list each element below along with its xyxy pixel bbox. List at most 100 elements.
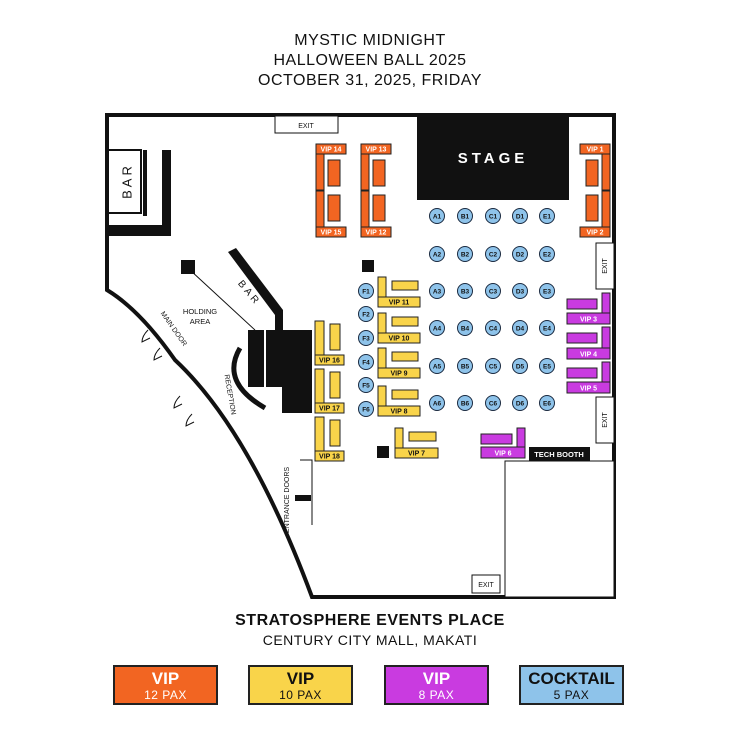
vip-label: VIP 3 bbox=[580, 317, 597, 324]
cocktail-table[interactable] bbox=[512, 246, 528, 262]
cocktail-table-label: F1 bbox=[362, 289, 370, 296]
cocktail-table[interactable] bbox=[457, 395, 473, 411]
vip-bench bbox=[315, 190, 325, 228]
cocktail-table[interactable] bbox=[539, 320, 555, 336]
cocktail-table[interactable] bbox=[539, 358, 555, 374]
cocktail-table[interactable] bbox=[429, 395, 445, 411]
door-swing-icon bbox=[153, 347, 163, 361]
cocktail-table[interactable] bbox=[512, 208, 528, 224]
cocktail-table[interactable] bbox=[485, 358, 501, 374]
cocktail-table[interactable] bbox=[429, 283, 445, 299]
vip-bench bbox=[601, 153, 611, 191]
cocktail-table[interactable] bbox=[512, 283, 528, 299]
door-swing-icon bbox=[173, 395, 183, 409]
holding-rope bbox=[189, 269, 256, 331]
vip-label-bg bbox=[566, 312, 611, 325]
cocktail-table-label: C2 bbox=[489, 252, 498, 259]
cocktail-table[interactable] bbox=[457, 358, 473, 374]
vip-table-top bbox=[408, 431, 437, 442]
bar-left-label: BAR bbox=[119, 163, 134, 199]
cocktail-table-label: D1 bbox=[516, 214, 525, 221]
legend-capacity: 10 PAX bbox=[279, 688, 322, 702]
legend-capacity: 12 PAX bbox=[144, 688, 187, 702]
cocktail-table[interactable] bbox=[539, 283, 555, 299]
vip-table-top bbox=[329, 419, 341, 447]
vip-label: VIP 16 bbox=[319, 358, 340, 365]
reception-arc bbox=[231, 346, 267, 411]
cocktail-table[interactable] bbox=[539, 395, 555, 411]
bar-left-wall bbox=[162, 150, 171, 236]
cocktail-table[interactable] bbox=[539, 246, 555, 262]
reception-block bbox=[282, 330, 312, 413]
cocktail-table[interactable] bbox=[485, 283, 501, 299]
cocktail-table[interactable] bbox=[485, 395, 501, 411]
vip-label-bg bbox=[566, 347, 611, 360]
cocktail-table[interactable] bbox=[358, 401, 374, 417]
cocktail-table[interactable] bbox=[485, 246, 501, 262]
cocktail-table-label: B5 bbox=[461, 364, 470, 371]
exit-top bbox=[274, 115, 339, 134]
cocktail-table[interactable] bbox=[512, 358, 528, 374]
cocktail-table[interactable] bbox=[512, 395, 528, 411]
cocktail-table[interactable] bbox=[358, 330, 374, 346]
cocktail-table[interactable] bbox=[429, 208, 445, 224]
cocktail-table[interactable] bbox=[358, 354, 374, 370]
vip-label: VIP 17 bbox=[319, 406, 340, 413]
cocktail-table-label: D4 bbox=[516, 326, 525, 333]
legend-title: VIP bbox=[151, 669, 180, 688]
vip-label: VIP 5 bbox=[580, 386, 597, 393]
cocktail-table[interactable] bbox=[512, 320, 528, 336]
vip-table-top bbox=[566, 367, 598, 379]
vip-bench bbox=[360, 153, 370, 191]
vip-table-top bbox=[585, 194, 599, 222]
vip-table-top bbox=[566, 332, 598, 344]
cocktail-table[interactable] bbox=[429, 358, 445, 374]
cocktail-table-label: F6 bbox=[362, 407, 370, 414]
cocktail-table[interactable] bbox=[457, 320, 473, 336]
cocktail-table-label: F2 bbox=[362, 312, 370, 319]
vip-table-top bbox=[327, 194, 341, 222]
cocktail-table[interactable] bbox=[358, 377, 374, 393]
cocktail-table-label: E2 bbox=[543, 252, 551, 259]
cocktail-table[interactable] bbox=[457, 246, 473, 262]
cocktail-table-label: C4 bbox=[489, 326, 498, 333]
cocktail-table[interactable] bbox=[457, 208, 473, 224]
cocktail-table[interactable] bbox=[539, 208, 555, 224]
tech-booth-label: TECH BOOTH bbox=[534, 450, 584, 459]
cocktail-table-label: B1 bbox=[461, 214, 470, 221]
cocktail-table[interactable] bbox=[358, 283, 374, 299]
vip-label: VIP 11 bbox=[389, 300, 410, 307]
vip-label-bg bbox=[579, 226, 611, 238]
exit-bottom bbox=[471, 574, 501, 594]
vip-label: VIP 9 bbox=[391, 371, 408, 378]
bar-left bbox=[107, 149, 142, 214]
cocktail-table-label: B4 bbox=[461, 326, 470, 333]
exit-right-2-label: EXIT bbox=[602, 411, 609, 427]
vip-label: VIP 18 bbox=[319, 454, 340, 461]
exit-right-2 bbox=[595, 396, 615, 444]
venue-name: STRATOSPHERE EVENTS PLACE bbox=[235, 612, 505, 629]
entrance-door-mark bbox=[295, 495, 311, 501]
vip-bench bbox=[601, 190, 611, 228]
exit-bottom-label: EXIT bbox=[478, 582, 494, 589]
cocktail-table[interactable] bbox=[485, 320, 501, 336]
cocktail-table-label: C6 bbox=[489, 401, 498, 408]
cocktail-table[interactable] bbox=[485, 208, 501, 224]
cocktail-table[interactable] bbox=[429, 246, 445, 262]
cocktail-table-label: C1 bbox=[489, 214, 498, 221]
pillar bbox=[181, 260, 195, 274]
exit-top-label: EXIT bbox=[298, 123, 314, 130]
cocktail-table[interactable] bbox=[358, 306, 374, 322]
cocktail-table[interactable] bbox=[429, 320, 445, 336]
vip-label-bg bbox=[377, 332, 421, 344]
cocktail-table-label: E3 bbox=[543, 289, 551, 296]
cocktail-table-label: E1 bbox=[543, 214, 551, 221]
reception-desk-2 bbox=[266, 330, 282, 387]
vip-bench bbox=[315, 153, 325, 191]
cocktail-table[interactable] bbox=[457, 283, 473, 299]
vip-label-bg bbox=[566, 381, 611, 394]
